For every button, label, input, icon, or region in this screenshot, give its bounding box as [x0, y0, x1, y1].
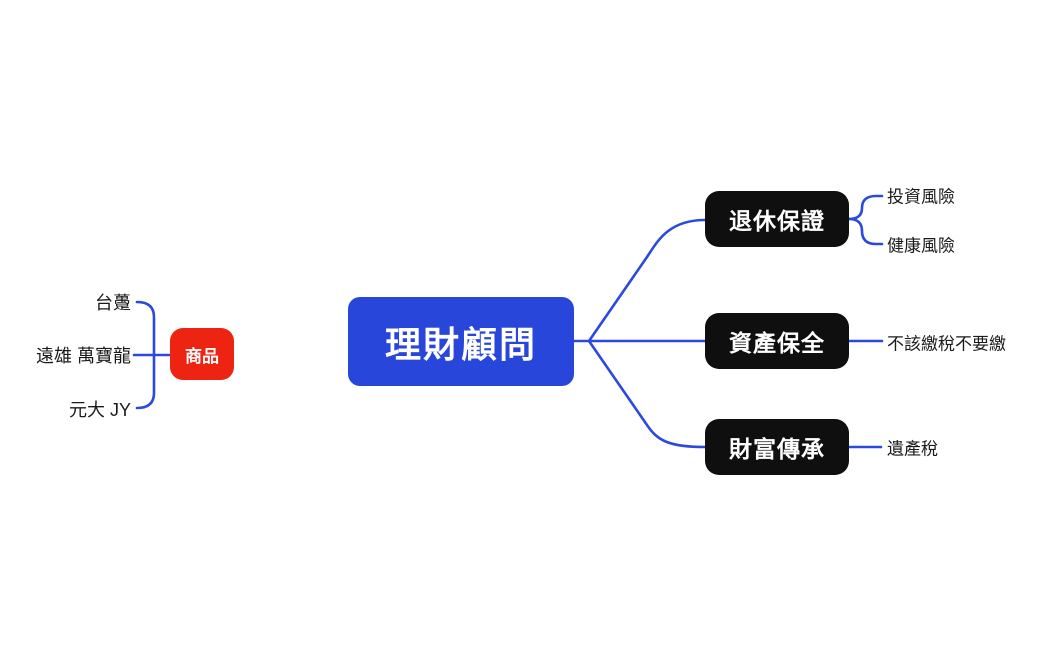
leaf-investment-risk[interactable]: 投資風險	[887, 187, 955, 207]
connector-retirement-down	[847, 217, 884, 246]
connector-retirement-up	[847, 194, 884, 221]
leaf-estate-tax[interactable]: 遺產稅	[887, 439, 938, 459]
leaf-no-unnecessary-tax[interactable]: 不該繳稅不要繳	[887, 334, 1006, 354]
connector-root-bottom	[587, 339, 707, 449]
node-products[interactable]: 商品	[170, 328, 234, 380]
node-financial-advisor-label: 理財顧問	[384, 323, 537, 365]
connector-product-top	[135, 300, 156, 357]
node-retirement-guarantee[interactable]: 退休保證	[705, 191, 849, 247]
node-wealth-transfer[interactable]: 財富傳承	[705, 419, 849, 475]
node-products-label: 商品	[185, 346, 219, 366]
node-financial-advisor[interactable]: 理財顧問	[348, 297, 574, 386]
connector-product-bottom	[135, 353, 156, 410]
node-wealth-transfer-label: 財富傳承	[729, 436, 825, 462]
leaf-yuanta-jy[interactable]: 元大 JY	[68, 400, 131, 420]
leaf-health-risk[interactable]: 健康風險	[887, 236, 955, 256]
node-asset-preservation-label: 資產保全	[729, 330, 825, 356]
leaf-farglory-montblanc[interactable]: 遠雄 萬寶龍	[35, 346, 131, 366]
connector-root-top	[587, 218, 707, 343]
node-asset-preservation[interactable]: 資產保全	[705, 313, 849, 369]
leaf-taiwan-single-premium[interactable]: 台躉	[95, 293, 131, 313]
node-retirement-guarantee-label: 退休保證	[729, 208, 825, 234]
